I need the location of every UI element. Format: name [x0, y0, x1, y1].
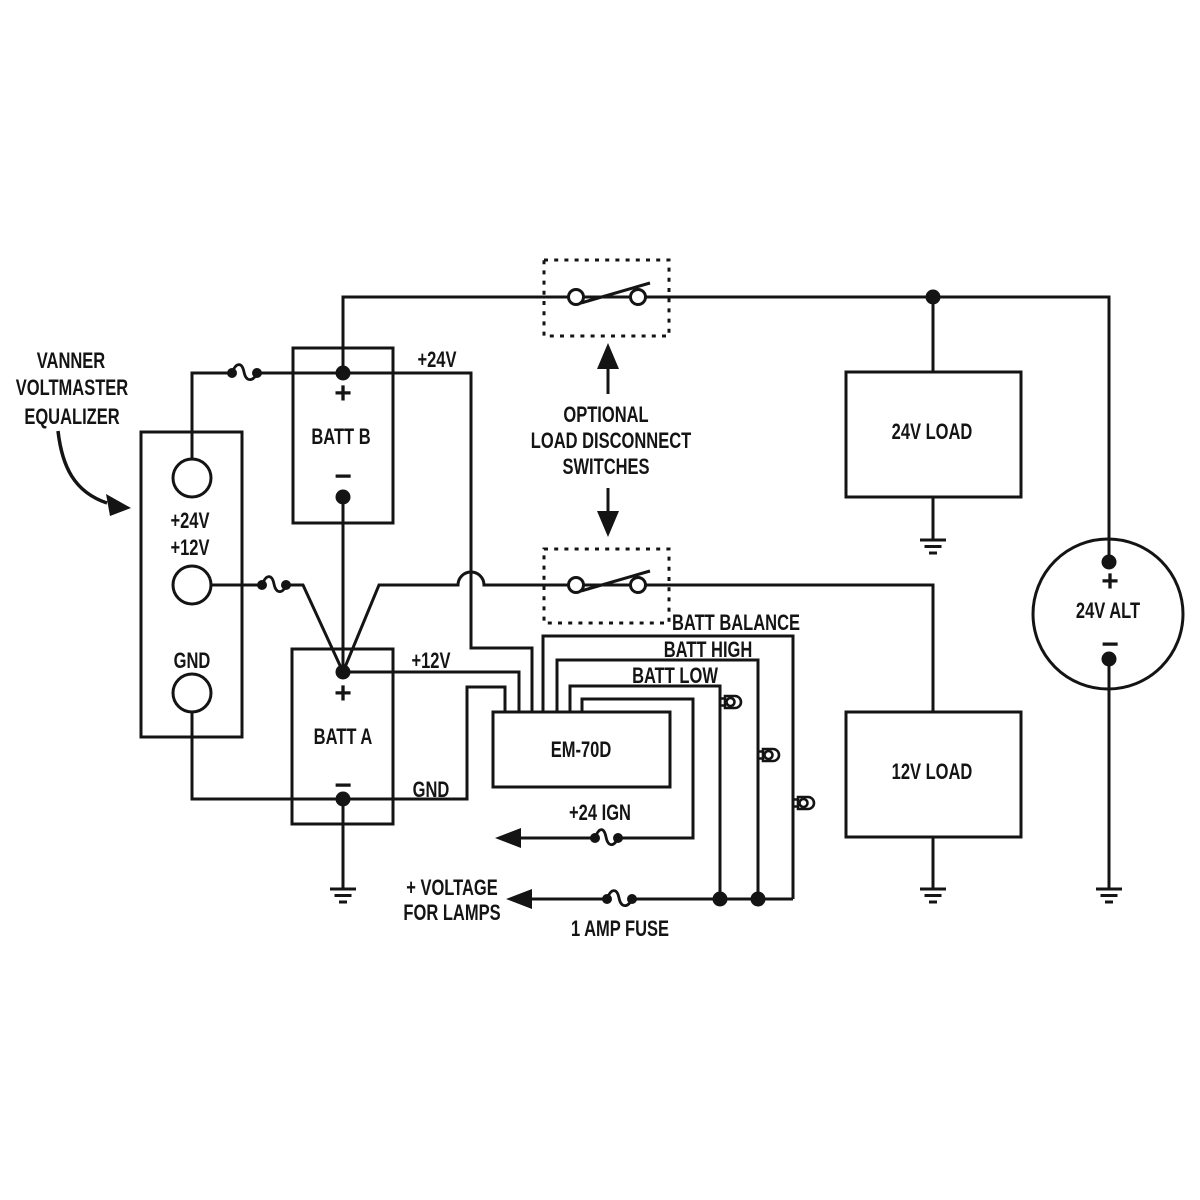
equalizer-terminal-24v-label: +24V [170, 508, 210, 533]
batt-b-label: BATT B [311, 424, 371, 449]
switches-caption-line1: OPTIONAL [563, 402, 649, 427]
up-arrow-icon [597, 343, 619, 369]
switch-contact-icon [567, 288, 585, 306]
junction-dot [335, 365, 351, 381]
lamp-voltage-label-line1: + VOLTAGE [406, 875, 498, 900]
alt-plus-sign: + [1101, 565, 1119, 598]
alt-plus-terminal-dot [1101, 554, 1117, 570]
down-arrow-icon [597, 511, 619, 537]
wire-battb-switch1-alt [341, 295, 1111, 556]
terminal-circle-24v [171, 457, 213, 499]
switch-contact-icon [567, 576, 585, 594]
em70d-box [491, 710, 672, 789]
load-24v-label: 24V LOAD [891, 419, 973, 444]
equalizer-pointer-arrowhead-icon [106, 494, 131, 516]
wires [190, 295, 1111, 901]
switch-contact-icon [629, 288, 647, 306]
arrows [56, 343, 619, 909]
wire-batt-balance [541, 634, 795, 899]
lamp-batt-balance-icon [793, 795, 816, 811]
fuse-dot [257, 580, 267, 590]
disconnect-switch-1 [567, 281, 651, 306]
junction-dot [925, 289, 941, 305]
ground-symbols [330, 538, 1122, 904]
equalizer-terminal-12v-label: +12V [170, 535, 210, 560]
alt-minus-sign: − [1101, 628, 1119, 661]
batt-a-minus-sign: − [334, 769, 352, 802]
batt-high-label: BATT HIGH [663, 637, 753, 662]
switch-blade-icon [580, 281, 651, 305]
batt-low-label: BATT LOW [632, 663, 718, 688]
junction-dot [750, 891, 766, 907]
ign-label: +24 IGN [569, 800, 631, 825]
junction-dot [712, 891, 728, 907]
fuse-dot [227, 368, 237, 378]
fuse-icon [230, 363, 259, 382]
fuse-dot [627, 894, 637, 904]
lamp-batt-low-icon [720, 694, 743, 710]
ign-left-arrow-icon [495, 828, 521, 848]
batt-b-minus-sign: − [334, 460, 352, 493]
load-24v-box [844, 370, 1023, 499]
wire-batt-high [555, 658, 760, 899]
load-12v-label: 12V LOAD [891, 759, 973, 784]
terminal-circle-gnd [171, 672, 213, 714]
indicator-lamps [720, 694, 816, 811]
junction-dot [335, 791, 351, 807]
fuse-dot [602, 894, 612, 904]
equalizer-title-line3: EQUALIZER [24, 404, 120, 429]
fuse-dot [252, 368, 262, 378]
one-amp-fuse-label: 1 AMP FUSE [570, 916, 670, 941]
wire-eq-top-terminal [190, 371, 232, 459]
switch-blade-icon [580, 569, 651, 593]
switches-caption-line3: SWITCHES [562, 454, 650, 479]
batt-a-label: BATT A [313, 724, 373, 749]
equalizer-title-line1: VANNER [36, 348, 106, 373]
wire-plus24-to-em70d [343, 371, 534, 712]
wire-batt-low [568, 684, 722, 899]
wire-12v-switch2-12vload [286, 570, 935, 712]
fuse-symbols [230, 363, 634, 908]
fuse-icon [605, 889, 634, 908]
equalizer-title-line2: VOLTMASTER [15, 375, 129, 400]
lamp-voltage-label-line2: FOR LAMPS [403, 900, 501, 925]
wire-eq-gnd-to-batta [190, 712, 343, 801]
lamp-batt-high-icon [758, 747, 781, 763]
alt-label: 24V ALT [1075, 598, 1141, 623]
fuse-dot [590, 833, 600, 843]
ground-icon [330, 887, 356, 904]
fuse-dot [281, 580, 291, 590]
alt-minus-terminal-dot [1101, 651, 1117, 667]
fuse-icon [260, 575, 288, 593]
equalizer-terminals [171, 457, 213, 714]
fuse-icon [593, 828, 620, 846]
ground-icon [920, 887, 946, 904]
fuse-dot [613, 833, 623, 843]
switch-contact-icon [629, 576, 647, 594]
junction-dot [335, 664, 351, 680]
disconnect-switch-2 [567, 569, 651, 594]
ground-icon [920, 538, 946, 555]
em70d-label: EM-70D [550, 737, 612, 762]
wire-ign-out [580, 697, 695, 840]
wire-gnd-to-em70d [343, 685, 507, 801]
batt-b-plus-sign: + [334, 377, 352, 410]
wire-label-24v: +24V [417, 347, 457, 372]
terminal-circle-12v [171, 564, 213, 606]
wire-plus12-to-em70d [343, 670, 521, 712]
junction-dots [227, 289, 1117, 907]
switches-caption-line2: LOAD DISCONNECT [530, 428, 692, 453]
batt-balance-label: BATT BALANCE [671, 610, 801, 635]
disconnect-switch-1-dashed-box [542, 258, 671, 338]
junction-dot [335, 489, 351, 505]
equalizer-terminal-gnd-label: GND [173, 648, 211, 673]
batt-a-plus-sign: + [334, 677, 352, 710]
wire-label-gnd: GND [412, 777, 450, 802]
ground-icon [1096, 887, 1122, 904]
wire-label-12v: +12V [411, 648, 451, 673]
equalizer-pointer-curve [56, 430, 108, 505]
lamp-voltage-left-arrow-icon [506, 889, 532, 909]
